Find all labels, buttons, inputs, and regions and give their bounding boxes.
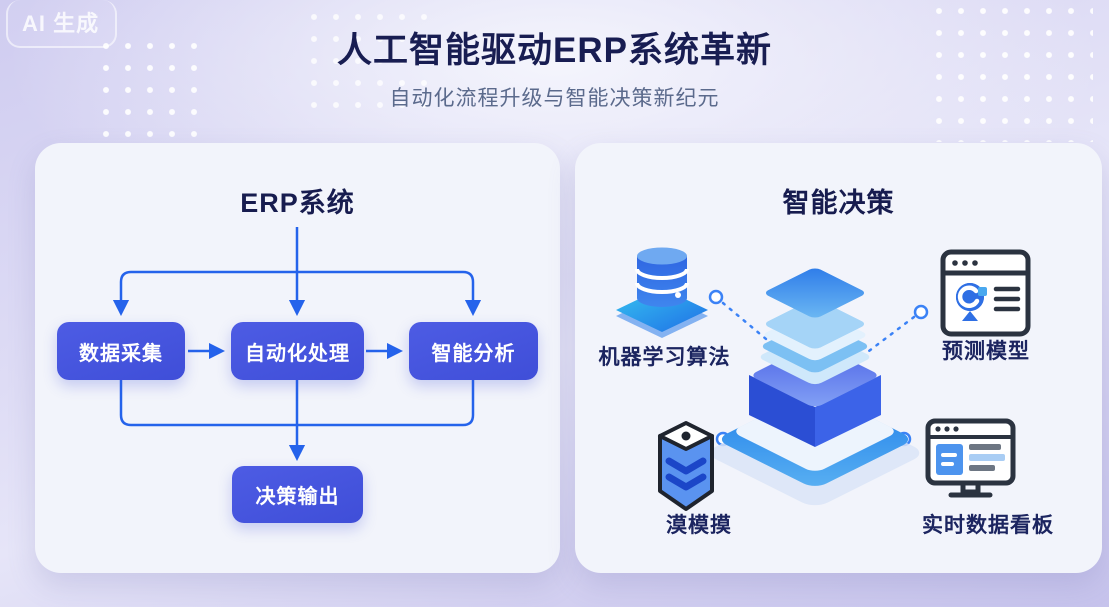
isometric-stack-illustration (708, 268, 929, 506)
page-title: 人工智能驱动ERP系统革新 (337, 31, 772, 70)
smart-decision-panel: 智能决策 (575, 143, 1102, 573)
ai-generated-badge: AI 生成 (6, 0, 118, 48)
erp-panel-heading: ERP系统 (240, 188, 355, 218)
dot-pattern-top-right (928, 0, 1093, 142)
flow-node-automated-processing: 自动化处理 (231, 322, 364, 380)
page-subtitle: 自动化流程升级与智能决策新纪元 (389, 87, 720, 110)
dot-pattern-top-left (95, 35, 200, 143)
machine-learning-label: 机器学习算法 (598, 346, 731, 369)
browser-model-icon (940, 249, 1031, 337)
flow-node-decision-output: 决策输出 (232, 466, 363, 523)
decision-panel-heading: 智能决策 (782, 188, 895, 218)
simulation-label: 漠模摸 (666, 514, 732, 537)
realtime-dashboard-label: 实时数据看板 (922, 514, 1054, 537)
flow-node-intelligent-analysis: 智能分析 (409, 322, 538, 380)
flow-node-data-collection: 数据采集 (57, 322, 185, 380)
database-icon (616, 247, 708, 338)
prediction-model-label: 预测模型 (942, 340, 1030, 363)
dashboard-monitor-icon (925, 418, 1016, 498)
flowchart-connectors (112, 227, 482, 462)
container-icon (658, 421, 714, 511)
dot-pattern-top-middle (303, 6, 438, 108)
erp-system-panel: ERP系统 数据采集 自动化处理 智能分 (35, 143, 560, 573)
